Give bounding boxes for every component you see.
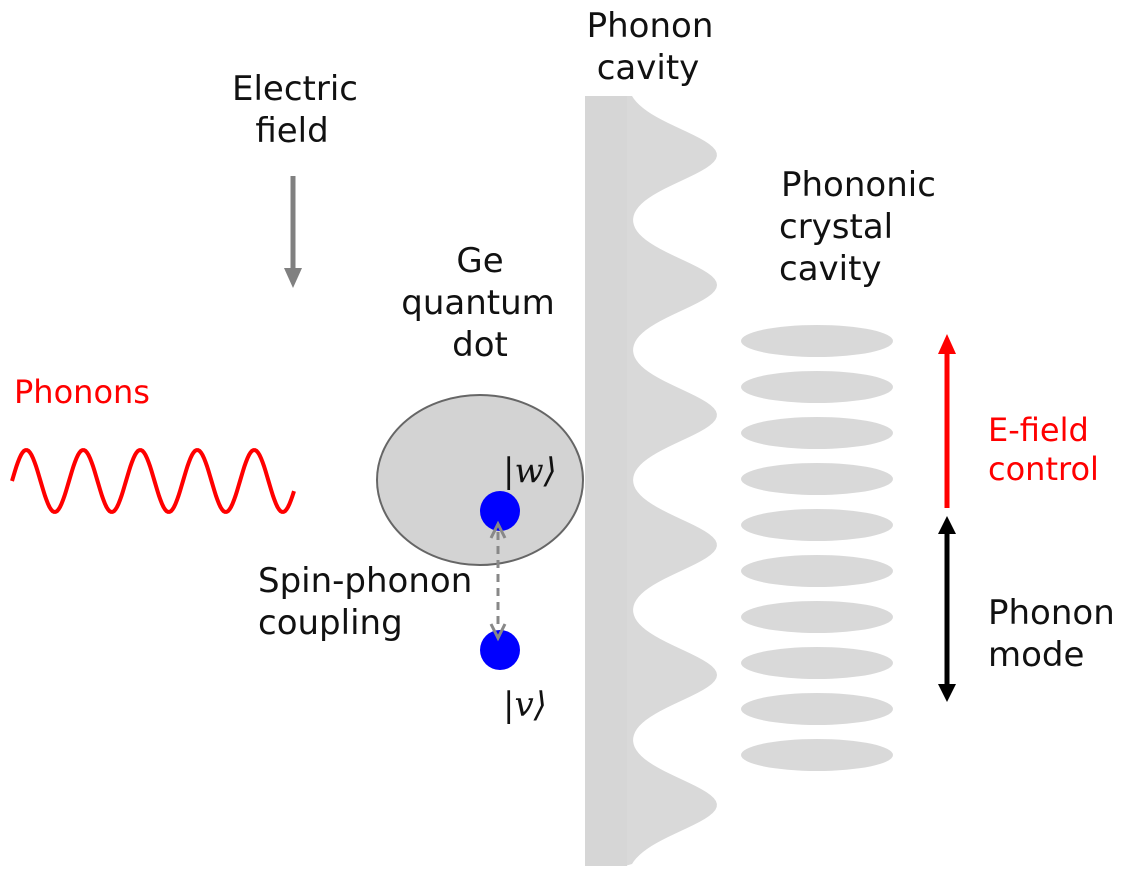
phononic-crystal-cavity: [741, 325, 893, 771]
spin-phonon-coupling-arrow: [489, 520, 507, 642]
phonon-cavity-label-line1: Phonon: [587, 6, 714, 46]
crystal-ellipse: [741, 739, 893, 771]
phonon-cavity-wave: [625, 96, 717, 866]
efield-control-arrow: [938, 334, 956, 508]
crystal-ellipse: [741, 325, 893, 357]
phonon-cavity-slab: [585, 96, 627, 866]
crystal-ellipse: [741, 601, 893, 633]
crystal-ellipse: [741, 371, 893, 403]
phonon-mode-label-line2: mode: [988, 635, 1084, 675]
ket-v-label: |v⟩: [503, 685, 547, 725]
phonon-mode-label-line1: Phonon: [988, 593, 1115, 633]
phonon-mode-arrow: [938, 516, 956, 702]
crystal-ellipse: [741, 555, 893, 587]
electric-field-label-line1: Electric: [232, 69, 358, 109]
electric-field-arrow: [284, 176, 302, 288]
spin-phonon-label-line2: coupling: [258, 603, 403, 643]
phonon-cavity-label-line2: cavity: [597, 48, 700, 88]
spin-state-v-dot: [480, 630, 520, 670]
ge-quantum-dot: [376, 394, 584, 566]
crystal-ellipse: [741, 693, 893, 725]
phononic-crystal-label-line3: cavity: [779, 249, 882, 289]
efield-control-label-line2: control: [988, 450, 1099, 488]
phonons-label: Phonons: [14, 373, 150, 411]
electric-field-label-line2: field: [255, 111, 328, 151]
phononic-crystal-label-line2: crystal: [779, 207, 893, 247]
crystal-ellipse: [741, 417, 893, 449]
crystal-ellipse: [741, 509, 893, 541]
quantum-dot-label-line1: Ge: [456, 241, 503, 281]
efield-control-label-line1: E-field: [988, 411, 1089, 449]
crystal-ellipse: [741, 463, 893, 495]
spin-phonon-label-line1: Spin-phonon: [258, 561, 472, 601]
phonons-wave: [10, 448, 296, 514]
phononic-crystal-label-line1: Phononic: [781, 165, 936, 205]
quantum-dot-label-line2: quantum: [401, 283, 555, 323]
crystal-ellipse: [741, 647, 893, 679]
ket-w-label: |w⟩: [503, 451, 557, 491]
quantum-dot-label-line3: dot: [452, 325, 508, 365]
spin-state-w-dot: [480, 491, 520, 531]
